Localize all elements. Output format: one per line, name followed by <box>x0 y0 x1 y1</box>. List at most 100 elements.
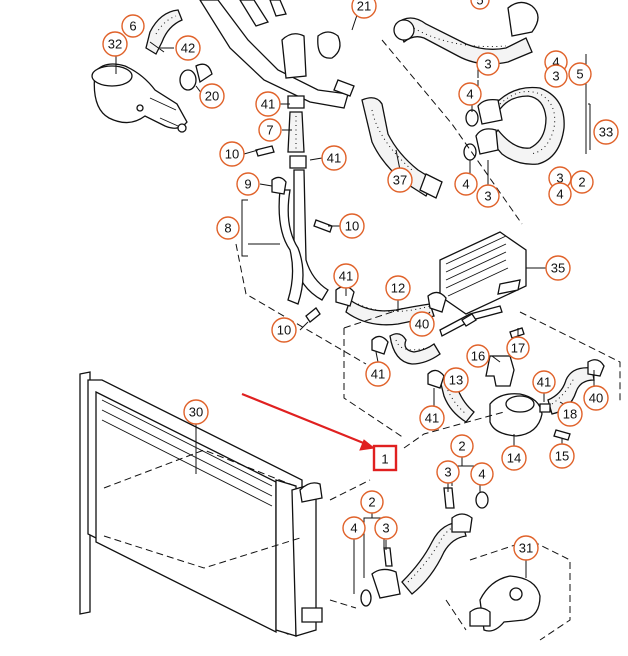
callout-number: 14 <box>507 451 521 466</box>
callout-number: 3 <box>552 69 559 84</box>
callout-circle <box>568 62 592 86</box>
callout-41[interactable]: 41 <box>321 145 347 171</box>
callout-41[interactable]: 41 <box>255 91 281 117</box>
callout-41[interactable]: 41 <box>333 263 359 289</box>
callout-number: 3 <box>556 171 563 186</box>
callout-12[interactable]: 12 <box>385 275 411 301</box>
callout-circle <box>387 167 413 193</box>
callout-10[interactable]: 10 <box>271 317 297 343</box>
callout-40[interactable]: 40 <box>583 385 609 411</box>
callout-41[interactable]: 41 <box>419 405 445 431</box>
callout-circle <box>333 263 359 289</box>
callout-number: 42 <box>181 41 195 56</box>
callout-circle <box>458 82 482 106</box>
callout-8[interactable]: 8 <box>216 216 240 240</box>
callout-3[interactable]: 3 <box>374 516 398 540</box>
callout-20[interactable]: 20 <box>199 83 225 109</box>
callout-4[interactable]: 4 <box>470 462 494 486</box>
callout-circle <box>548 182 572 206</box>
callout-number: 2 <box>368 495 375 510</box>
callout-circle <box>593 119 619 145</box>
hose-top-right <box>393 1 539 65</box>
callout-31[interactable]: 31 <box>513 535 539 561</box>
callout-37[interactable]: 37 <box>387 167 413 193</box>
callout-3[interactable]: 3 <box>476 52 500 76</box>
callout-9[interactable]: 9 <box>236 172 260 196</box>
callout-4[interactable]: 4 <box>342 516 366 540</box>
ring-20 <box>179 63 213 91</box>
callout-number: 2 <box>458 439 465 454</box>
callout-circle <box>419 405 445 431</box>
callout-4[interactable]: 4 <box>548 182 572 206</box>
callout-number: 13 <box>449 373 463 388</box>
callout-17[interactable]: 17 <box>506 336 530 360</box>
callout-40[interactable]: 40 <box>409 311 435 337</box>
highlight-arrow <box>241 392 376 451</box>
callout-42[interactable]: 42 <box>175 35 201 61</box>
callout-number: 9 <box>244 177 251 192</box>
callout-41[interactable]: 41 <box>532 370 556 394</box>
callout-5[interactable]: 5 <box>568 62 592 86</box>
callout-number: 4 <box>478 467 485 482</box>
thermostat-31 <box>469 575 541 632</box>
callout-number: 20 <box>205 89 219 104</box>
callout-7[interactable]: 7 <box>258 118 282 142</box>
callout-4[interactable]: 4 <box>454 172 478 196</box>
callout-6[interactable]: 6 <box>121 14 145 38</box>
callout-circle <box>351 0 377 19</box>
callout-circle <box>255 91 281 117</box>
callout-18[interactable]: 18 <box>557 401 583 427</box>
callout-number: 4 <box>462 177 469 192</box>
callout-circle <box>374 516 398 540</box>
callout-41[interactable]: 41 <box>365 361 391 387</box>
pipe-assembly-8 <box>271 95 329 305</box>
callout-number: 31 <box>519 541 533 556</box>
callout-16[interactable]: 16 <box>466 344 490 368</box>
callout-10[interactable]: 10 <box>219 141 245 167</box>
callout-number: 3 <box>484 57 491 72</box>
highlight-box[interactable]: 1 <box>372 444 398 472</box>
callout-14[interactable]: 14 <box>501 445 527 471</box>
coolant-pipe-upper <box>199 0 355 109</box>
callout-number: 3 <box>444 465 451 480</box>
callout-3[interactable]: 3 <box>436 460 460 484</box>
callout-3[interactable]: 3 <box>476 184 500 208</box>
callout-10[interactable]: 10 <box>339 213 365 239</box>
callout-circle <box>501 445 527 471</box>
callout-circle <box>466 344 490 368</box>
callout-35[interactable]: 35 <box>545 255 571 281</box>
callout-number: 37 <box>393 173 407 188</box>
callout-4[interactable]: 4 <box>458 82 482 106</box>
callout-number: 41 <box>339 269 353 284</box>
callout-number: 33 <box>599 125 613 140</box>
callout-2[interactable]: 2 <box>450 434 474 458</box>
callout-32[interactable]: 32 <box>102 31 128 57</box>
callout-circle <box>476 52 500 76</box>
callout-circle <box>570 170 594 194</box>
callout-3[interactable]: 3 <box>544 64 568 88</box>
callout-circle <box>583 385 609 411</box>
callout-30[interactable]: 30 <box>183 399 209 425</box>
callout-circle <box>258 118 282 142</box>
callout-number: 35 <box>551 261 565 276</box>
callout-circle <box>506 336 530 360</box>
callout-number: 40 <box>415 317 429 332</box>
callout-circle <box>321 145 347 171</box>
callout-number: 15 <box>555 449 569 464</box>
callout-circle <box>342 516 366 540</box>
callout-circle <box>102 31 128 57</box>
callout-13[interactable]: 13 <box>443 367 469 393</box>
callout-circle <box>271 317 297 343</box>
callout-circle <box>175 35 201 61</box>
callout-33[interactable]: 33 <box>593 119 619 145</box>
callout-15[interactable]: 15 <box>549 443 575 469</box>
callout-number: 41 <box>371 367 385 382</box>
callout-2[interactable]: 2 <box>360 490 384 514</box>
callout-circle <box>385 275 411 301</box>
callout-21[interactable]: 21 <box>351 0 377 19</box>
callout-circle <box>121 14 145 38</box>
callout-2[interactable]: 2 <box>570 170 594 194</box>
callout-5[interactable]: 5 <box>470 0 490 10</box>
callout-number: 41 <box>327 151 341 166</box>
